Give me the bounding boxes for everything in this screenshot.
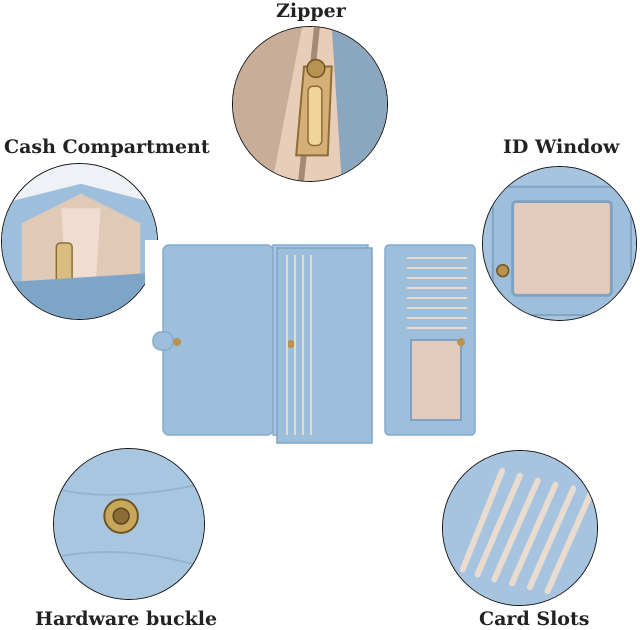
card-slots-detail-image xyxy=(442,450,598,606)
zipper-illustration xyxy=(233,27,387,181)
label-cash-compartment: Cash Compartment xyxy=(4,136,210,158)
zipper-detail-image xyxy=(232,26,388,182)
card-slots-illustration xyxy=(443,451,597,605)
label-card-slots: Card Slots xyxy=(479,608,590,630)
hardware-buckle-illustration xyxy=(54,449,204,599)
id-window-detail-image xyxy=(482,166,637,321)
label-hardware-buckle: Hardware buckle xyxy=(35,608,218,630)
id-window-illustration xyxy=(483,167,636,320)
cash-compartment-illustration xyxy=(2,164,157,319)
wallet-illustration xyxy=(145,240,480,445)
hardware-buckle-detail-image xyxy=(53,448,205,600)
label-zipper: Zipper xyxy=(276,0,346,22)
label-id-window: ID Window xyxy=(503,136,620,158)
wallet-main-image xyxy=(145,240,480,445)
cash-compartment-detail-image xyxy=(1,163,158,320)
